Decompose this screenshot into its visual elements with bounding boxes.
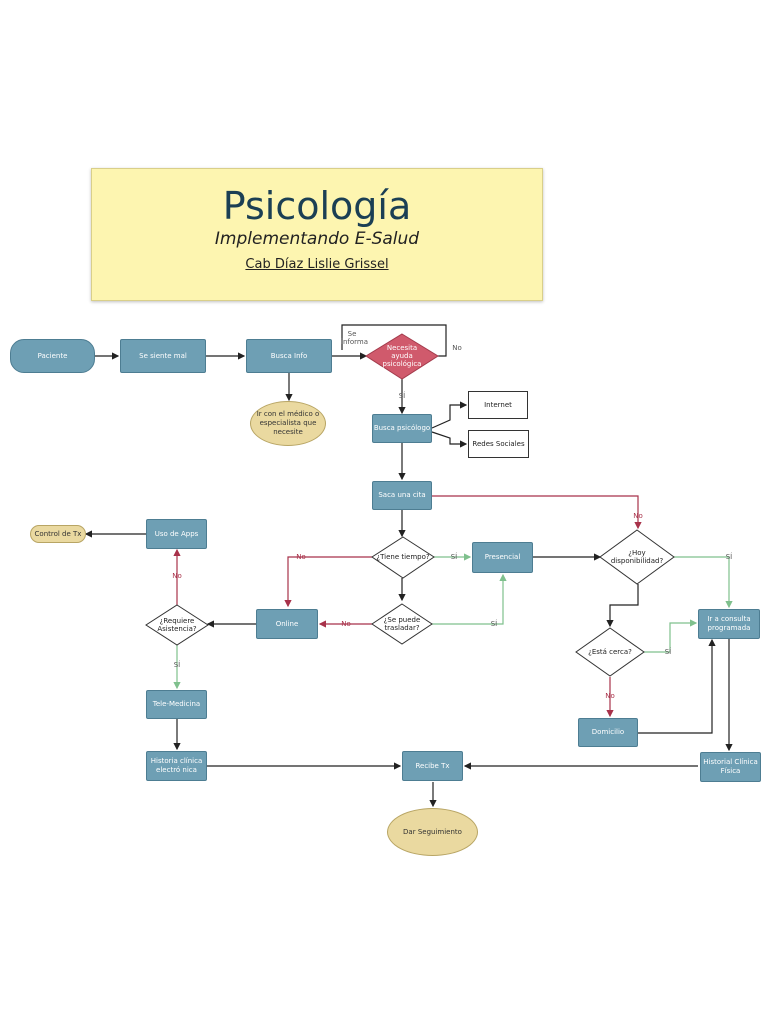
edge-label-si-cerca: SÍ xyxy=(664,648,672,656)
node-dar-seguimiento[interactable]: Dar Seguimiento xyxy=(387,808,478,856)
node-online[interactable]: Online xyxy=(256,609,318,639)
node-presencial[interactable]: Presencial xyxy=(472,542,533,573)
node-hc-electronica[interactable]: Historia clínica electró nica xyxy=(146,751,207,781)
node-paciente[interactable]: Paciente xyxy=(10,339,95,373)
decision-requiere-asistencia-shape xyxy=(145,604,209,646)
edge-trasladar-presencial xyxy=(432,573,507,625)
decision-necesita-ayuda[interactable]: Necesita ayuda psicológica xyxy=(382,344,422,368)
node-saca-cita[interactable]: Saca una cita xyxy=(372,481,432,510)
decision-hay-disponibilidad[interactable]: ¿Hoy disponibilidad? xyxy=(610,549,664,565)
node-domicilio[interactable]: Domicilio xyxy=(578,718,638,747)
edge-disponibilidad-cerca xyxy=(606,584,639,628)
edge-cita-disponibilidad xyxy=(432,495,642,530)
edge-disponibilidad-consulta xyxy=(674,556,733,609)
page-title: Psicología xyxy=(222,184,412,228)
decision-se-puede-trasladar[interactable]: ¿Se puede trasladar? xyxy=(383,616,421,632)
node-busca-info[interactable]: Busca Info xyxy=(246,339,332,373)
edge-necesita-loop xyxy=(341,324,447,357)
edge-label-si-ayuda: SÍ xyxy=(398,392,406,400)
edge-cerca-consulta xyxy=(644,619,698,653)
node-internet[interactable]: Internet xyxy=(468,391,528,419)
edge-psicologo-redes xyxy=(431,431,468,448)
edge-label-no-asistencia: No xyxy=(172,572,182,580)
page-subtitle: Implementando E-Salud xyxy=(214,229,420,249)
node-uso-apps[interactable]: Uso de Apps xyxy=(146,519,207,549)
decision-requiere-asistencia[interactable]: ¿Requiere Asistencia? xyxy=(157,617,197,633)
node-redes-sociales[interactable]: Redes Sociales xyxy=(468,430,529,458)
edge-psicologo-internet xyxy=(431,401,468,429)
edge-label-no-tiempo: No xyxy=(296,553,306,561)
edge-label-se-informa: Se informa xyxy=(341,330,368,346)
node-recibe-tx[interactable]: Recibe Tx xyxy=(402,751,463,781)
node-busca-psicologo[interactable]: Busca psicólogo xyxy=(372,414,432,443)
title-box: Psicología Implementando E-Salud Cab Día… xyxy=(91,168,543,301)
edge-label-no-cita: No xyxy=(633,512,643,520)
node-ir-medico[interactable]: Ir con el médico o especialista que nece… xyxy=(250,401,326,446)
edge-label-si-trasladar: SÍ xyxy=(490,620,498,628)
decision-tiene-tiempo[interactable]: ¿Tiene tiempo? xyxy=(376,553,430,561)
edge-domicilio-consulta xyxy=(638,638,716,734)
node-ir-consulta[interactable]: Ir a consulta programada xyxy=(698,609,760,639)
author-link[interactable]: Cab Díaz Lislie Grissel xyxy=(245,257,389,272)
edge-label-si-asistencia: SÍ xyxy=(173,661,181,669)
decision-hay-disponibilidad-shape xyxy=(599,529,675,585)
edge-label-no-loop: No xyxy=(452,344,462,352)
node-hc-fisica[interactable]: Historial Clínica Física xyxy=(700,752,761,782)
edge-tiempo-online xyxy=(284,556,372,608)
node-se-siente-mal[interactable]: Se siente mal xyxy=(120,339,206,373)
decision-tiene-tiempo-shape xyxy=(371,536,435,579)
decision-necesita-ayuda-shape xyxy=(365,333,439,380)
edge-label-si-disponibilidad: SÍ xyxy=(725,553,733,561)
decision-se-puede-trasladar-shape xyxy=(371,603,433,645)
decision-esta-cerca[interactable]: ¿Está cerca? xyxy=(588,648,632,656)
edge-label-no-trasladar: No xyxy=(341,620,351,628)
node-tele-medicina[interactable]: Tele-Medicina xyxy=(146,690,207,719)
edge-label-si-tiempo: SÍ xyxy=(450,553,458,561)
node-control-tx[interactable]: Control de Tx xyxy=(30,525,86,543)
decision-esta-cerca-shape xyxy=(575,627,645,677)
edge-label-no-cerca: No xyxy=(605,692,615,700)
